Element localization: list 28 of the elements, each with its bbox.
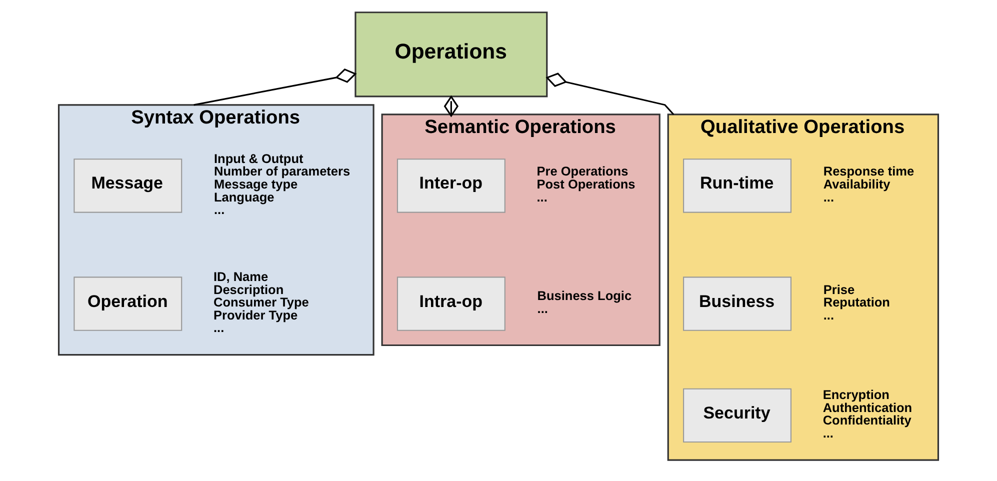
node-label: Input & Output — [214, 150, 304, 166]
node-box: Security — [683, 388, 792, 443]
node-label: ... — [537, 300, 548, 316]
node-label: ... — [536, 189, 548, 204]
node-box: Run-time — [683, 158, 792, 213]
node-label: ... — [822, 425, 834, 440]
node-label: Description — [213, 282, 284, 297]
node-box: Message — [74, 158, 182, 213]
node-label: Pre Operations — [536, 164, 628, 179]
node-label: Reputation — [823, 294, 890, 310]
node-label: ... — [213, 320, 224, 336]
connector — [194, 68, 357, 106]
node-box: Operations — [354, 12, 548, 98]
node-label: ... — [823, 189, 834, 204]
node-box: Operation — [74, 276, 182, 331]
node-label: ... — [214, 202, 225, 218]
node-label: Encryption — [822, 387, 890, 402]
node-box: Inter-op — [396, 158, 506, 213]
node-label: Business Logic — [537, 288, 632, 304]
node-label: Prise — [823, 282, 855, 297]
connector — [546, 72, 674, 116]
node-box: Business — [683, 276, 792, 331]
connector — [444, 95, 459, 118]
node-label: Response time — [823, 164, 914, 179]
node-box: Intra-op — [396, 276, 506, 331]
node-label: ... — [823, 307, 834, 322]
node-label: Confidentiality — [822, 412, 912, 428]
node-label: ID, Name — [213, 269, 268, 284]
